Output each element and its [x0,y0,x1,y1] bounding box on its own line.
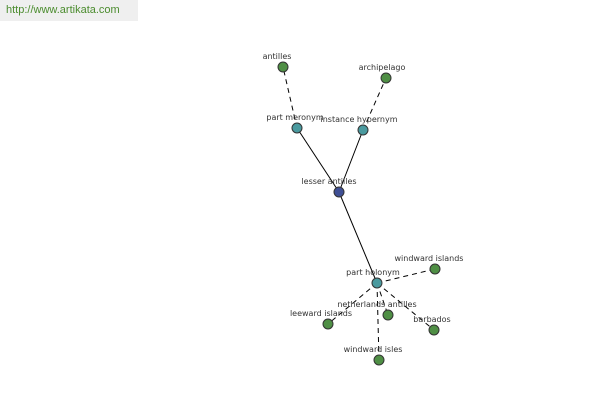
edge-part-holonym-to-barbados [376,282,435,331]
node-label-part-meronym: part meronym [266,113,323,122]
node-netherlands-antilles[interactable]: netherlands antilles [337,300,417,321]
node-label-instance-hypernym: instance hypernym [321,115,398,124]
node-archipelago[interactable]: archipelago [359,63,406,84]
node-label-lesser-antilles: lesser antilles [301,177,356,186]
node-marker-netherlands-antilles[interactable] [382,309,394,321]
node-barbados[interactable]: barbados [413,315,451,336]
edge-part-holonym-to-windward-isles [376,282,380,361]
node-label-antilles: antilles [263,52,292,61]
site-url-link[interactable]: http://www.artikata.com [0,0,138,21]
node-marker-antilles[interactable] [277,61,289,73]
node-marker-part-meronym[interactable] [291,122,303,134]
edge-lesser-antilles-to-part-meronym [296,127,340,193]
node-windward-isles[interactable]: windward isles [344,345,403,366]
node-label-barbados: barbados [413,315,450,324]
edge-part-holonym-to-leeward-islands [327,282,378,325]
node-label-netherlands-antilles: netherlands antilles [337,300,416,309]
edge-lesser-antilles-to-part-holonym [338,191,378,284]
node-part-holonym[interactable]: part holonym [346,268,400,289]
edge-part-meronym-to-antilles [282,66,298,129]
edge-part-holonym-to-windward-islands [376,268,436,284]
node-part-meronym[interactable]: part meronym [266,113,324,134]
node-label-archipelago: archipelago [359,63,406,72]
edge-part-holonym-to-netherlands-antilles [376,282,389,316]
node-marker-windward-isles[interactable] [373,354,385,366]
node-leeward-islands[interactable]: leeward islands [290,309,352,330]
node-label-leeward-islands: leeward islands [290,309,352,318]
edge-instance-hypernym-to-archipelago [362,77,387,131]
node-marker-leeward-islands[interactable] [322,318,334,330]
node-label-part-holonym: part holonym [346,268,400,277]
node-label-windward-islands: windward islands [395,254,464,263]
node-marker-archipelago[interactable] [380,72,392,84]
edge-lesser-antilles-to-instance-hypernym [338,129,364,193]
node-marker-part-holonym[interactable] [371,277,383,289]
node-antilles[interactable]: antilles [263,52,292,73]
node-marker-barbados[interactable] [428,324,440,336]
node-lesser-antilles[interactable]: lesser antilles [301,177,357,198]
node-label-windward-isles: windward isles [344,345,403,354]
node-marker-lesser-antilles[interactable] [333,186,345,198]
node-instance-hypernym[interactable]: instance hypernym [321,115,398,136]
node-windward-islands[interactable]: windward islands [395,254,464,275]
node-marker-windward-islands[interactable] [429,263,441,275]
node-marker-instance-hypernym[interactable] [357,124,369,136]
edges-layer [282,66,436,361]
